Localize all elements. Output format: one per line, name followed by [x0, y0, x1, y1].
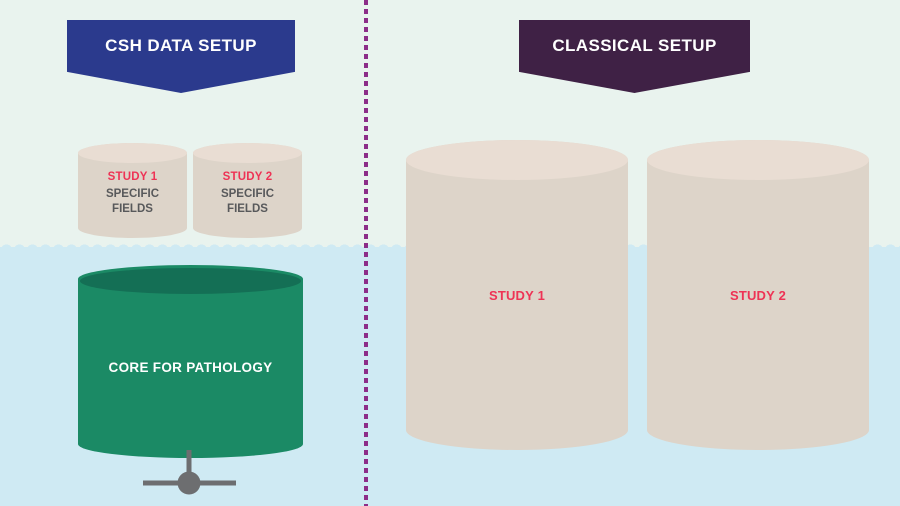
classical-study1-cylinder: STUDY 1 [406, 140, 628, 450]
study2-specific-fields-cylinder: STUDY 2 SPECIFIC FIELDS [193, 143, 302, 238]
cylinder-shape [193, 143, 302, 238]
dashed-divider-line [364, 0, 368, 506]
cylinder-shape [406, 140, 628, 450]
study1-specific-fields-cylinder: STUDY 1 SPECIFIC FIELDS [78, 143, 187, 238]
classical-banner-label: CLASSICAL SETUP [552, 36, 717, 55]
core-for-pathology-cylinder: CORE FOR PATHOLOGY [78, 265, 303, 458]
classical-study2-cylinder: STUDY 2 [647, 140, 869, 450]
cylinder-shape [647, 140, 869, 450]
cylinder-shape [78, 265, 303, 458]
csh-banner-label: CSH DATA SETUP [105, 36, 257, 55]
classical-setup-banner: CLASSICAL SETUP [519, 20, 750, 93]
network-node-icon [143, 450, 236, 495]
cylinder-shape [78, 143, 187, 238]
csh-data-setup-banner: CSH DATA SETUP [67, 20, 295, 93]
